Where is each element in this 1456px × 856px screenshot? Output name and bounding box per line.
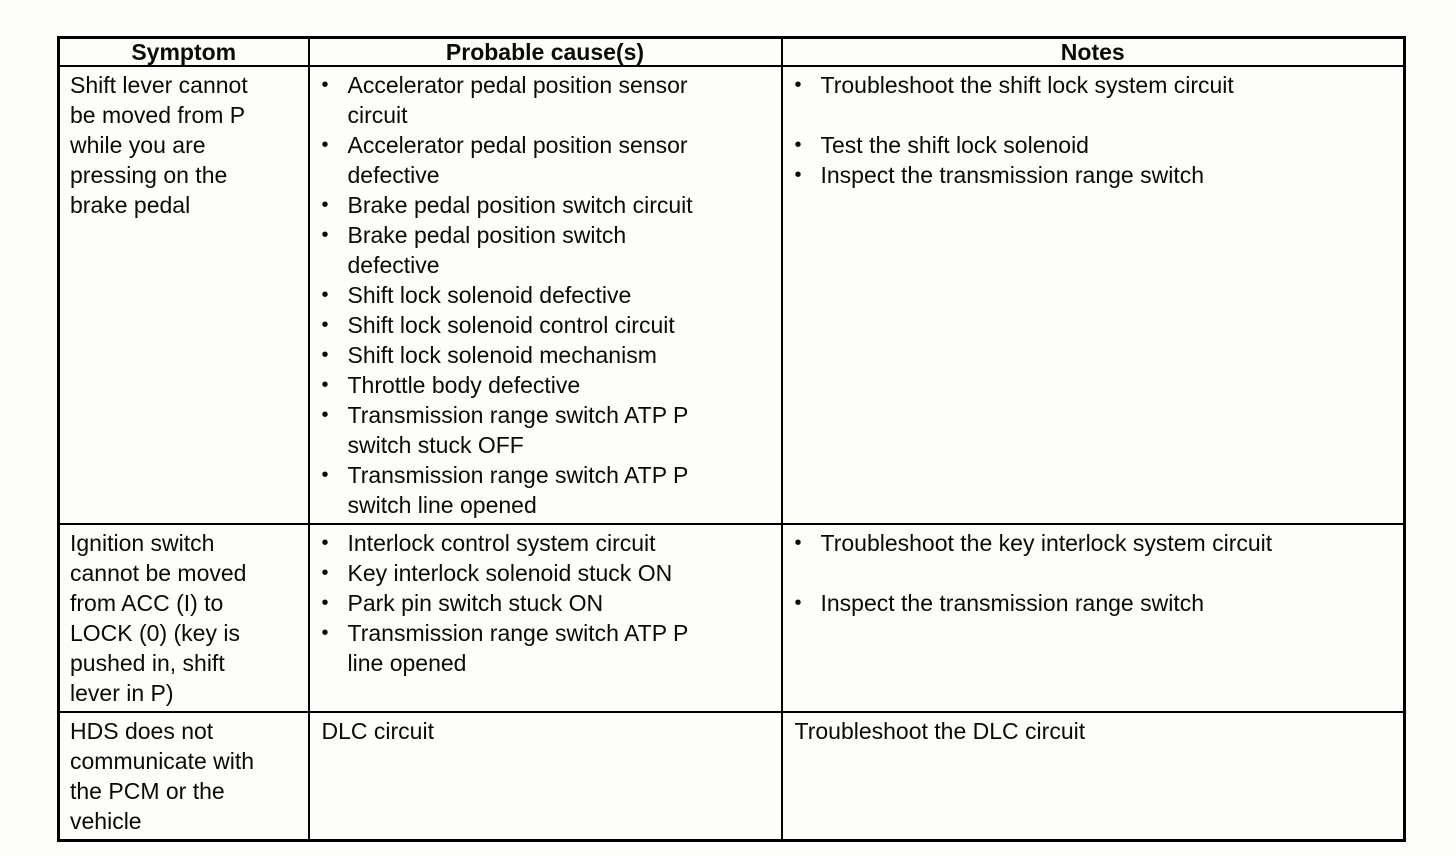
cause-item-text: Park pin switch stuck ON bbox=[347, 590, 604, 616]
cause-item: • Key interlock solenoid stuck ON bbox=[322, 558, 712, 588]
bullet-icon: • bbox=[321, 344, 329, 366]
bullet-icon: • bbox=[321, 314, 329, 336]
bullet-icon: • bbox=[321, 194, 329, 216]
cause-item: • Shift lock solenoid defective bbox=[322, 280, 712, 310]
bullet-icon: • bbox=[321, 532, 329, 554]
bullet-icon: • bbox=[321, 622, 329, 644]
cause-item-text: Transmission range switch ATP P switch s… bbox=[347, 402, 688, 458]
symptom-cell: Shift lever cannot be moved from P while… bbox=[57, 65, 310, 525]
table-row: Shift lever cannot be moved from P while… bbox=[57, 65, 1406, 525]
cause-item-text: Brake pedal position switch circuit bbox=[347, 192, 693, 218]
cause-item-text: Transmission range switch ATP P switch l… bbox=[347, 462, 688, 518]
symptom-cell: HDS does not communicate with the PCM or… bbox=[57, 711, 310, 842]
bullet-icon: • bbox=[321, 224, 329, 246]
cause-item: • Brake pedal position switch circuit bbox=[322, 190, 712, 220]
note-item-text: Troubleshoot the key interlock system ci… bbox=[820, 530, 1273, 556]
note-item-text: Inspect the transmission range switch bbox=[820, 162, 1205, 188]
cause-item: • Shift lock solenoid mechanism bbox=[322, 340, 712, 370]
cause-item-text: Shift lock solenoid defective bbox=[347, 282, 632, 308]
cause-item: • Accelerator pedal position sensor defec… bbox=[322, 130, 712, 190]
cause-item: • Throttle body defective bbox=[322, 370, 712, 400]
note-item: • Test the shift lock solenoid bbox=[795, 130, 1394, 160]
note-item: • Troubleshoot the shift lock system circ… bbox=[795, 70, 1394, 100]
table-body: Shift lever cannot be moved from P while… bbox=[57, 65, 1406, 842]
symptom-text: Ignition switch cannot be moved from ACC… bbox=[70, 530, 247, 706]
bullet-icon: • bbox=[794, 74, 802, 96]
cause-item-text: Transmission range switch ATP P line ope… bbox=[347, 620, 688, 676]
table-row: HDS does not communicate with the PCM or… bbox=[57, 711, 1406, 842]
column-header-symptom: Symptom bbox=[57, 36, 310, 67]
cause-item: • Transmission range switch ATP P switch … bbox=[322, 460, 712, 520]
column-header-notes: Notes bbox=[780, 36, 1406, 67]
cause-item-text: Shift lock solenoid mechanism bbox=[347, 342, 657, 368]
bullet-icon: • bbox=[321, 404, 329, 426]
bullet-icon: • bbox=[794, 164, 802, 186]
cause-item-text: Interlock control system circuit bbox=[347, 530, 656, 556]
note-item-text: Inspect the transmission range switch bbox=[820, 590, 1205, 616]
bullet-icon: • bbox=[321, 74, 329, 96]
cause-item-text: Accelerator pedal position sensor circui… bbox=[347, 72, 688, 128]
cause-item-text: Throttle body defective bbox=[347, 372, 581, 398]
header-row: Symptom Probable cause(s) Notes bbox=[57, 36, 1406, 67]
note-item: • Inspect the transmission range switch bbox=[795, 588, 1394, 618]
cause-item: • Transmission range switch ATP P switch … bbox=[322, 400, 712, 460]
note-item-text: Test the shift lock solenoid bbox=[820, 132, 1089, 158]
bullet-icon: • bbox=[321, 374, 329, 396]
cause-item: • Park pin switch stuck ON bbox=[322, 588, 712, 618]
note-item: • Troubleshoot the key interlock system c… bbox=[795, 528, 1394, 558]
notes-cell: Troubleshoot the DLC circuit bbox=[780, 711, 1406, 842]
bullet-icon: • bbox=[321, 464, 329, 486]
column-header-probable-causes: Probable cause(s) bbox=[307, 36, 783, 67]
bullet-icon: • bbox=[321, 592, 329, 614]
note-item-text: Troubleshoot the shift lock system circu… bbox=[820, 72, 1234, 98]
cause-item: • Brake pedal position switch defective bbox=[322, 220, 712, 280]
notes-cell: • Troubleshoot the key interlock system c… bbox=[780, 523, 1406, 713]
cause-item-text: Brake pedal position switch defective bbox=[347, 222, 627, 278]
table-header: Symptom Probable cause(s) Notes bbox=[57, 36, 1406, 67]
symptom-text: HDS does not communicate with the PCM or… bbox=[70, 718, 255, 834]
cause-item-text: Accelerator pedal position sensor defect… bbox=[347, 132, 688, 188]
probable-causes-cell: DLC circuit bbox=[307, 711, 783, 842]
cause-item: • Shift lock solenoid control circuit bbox=[322, 310, 712, 340]
bullet-icon: • bbox=[794, 134, 802, 156]
probable-causes-cell: • Accelerator pedal position sensor circu… bbox=[307, 65, 783, 525]
notes-cell: • Troubleshoot the shift lock system circ… bbox=[780, 65, 1406, 525]
bullet-icon: • bbox=[794, 532, 802, 554]
cause-item: • Transmission range switch ATP P line op… bbox=[322, 618, 712, 678]
bullet-icon: • bbox=[321, 284, 329, 306]
probable-causes-cell: • Interlock control system circuit • Key in… bbox=[307, 523, 783, 713]
cause-item: • Interlock control system circuit bbox=[322, 528, 712, 558]
bullet-icon: • bbox=[321, 562, 329, 584]
symptom-text: Shift lever cannot be moved from P while… bbox=[70, 72, 248, 218]
cause-item: DLC circuit bbox=[321, 718, 434, 744]
troubleshooting-table: Symptom Probable cause(s) Notes Shift le… bbox=[57, 36, 1406, 842]
cause-item-text: Shift lock solenoid control circuit bbox=[347, 312, 675, 338]
note-item: Troubleshoot the DLC circuit bbox=[794, 718, 1086, 744]
bullet-icon: • bbox=[321, 134, 329, 156]
cause-item-text: Key interlock solenoid stuck ON bbox=[347, 560, 673, 586]
cause-item: • Accelerator pedal position sensor circu… bbox=[322, 70, 712, 130]
bullet-icon: • bbox=[794, 592, 802, 614]
note-item: • Inspect the transmission range switch bbox=[795, 160, 1394, 190]
symptom-cell: Ignition switch cannot be moved from ACC… bbox=[57, 523, 310, 713]
table-row: Ignition switch cannot be moved from ACC… bbox=[57, 523, 1406, 713]
